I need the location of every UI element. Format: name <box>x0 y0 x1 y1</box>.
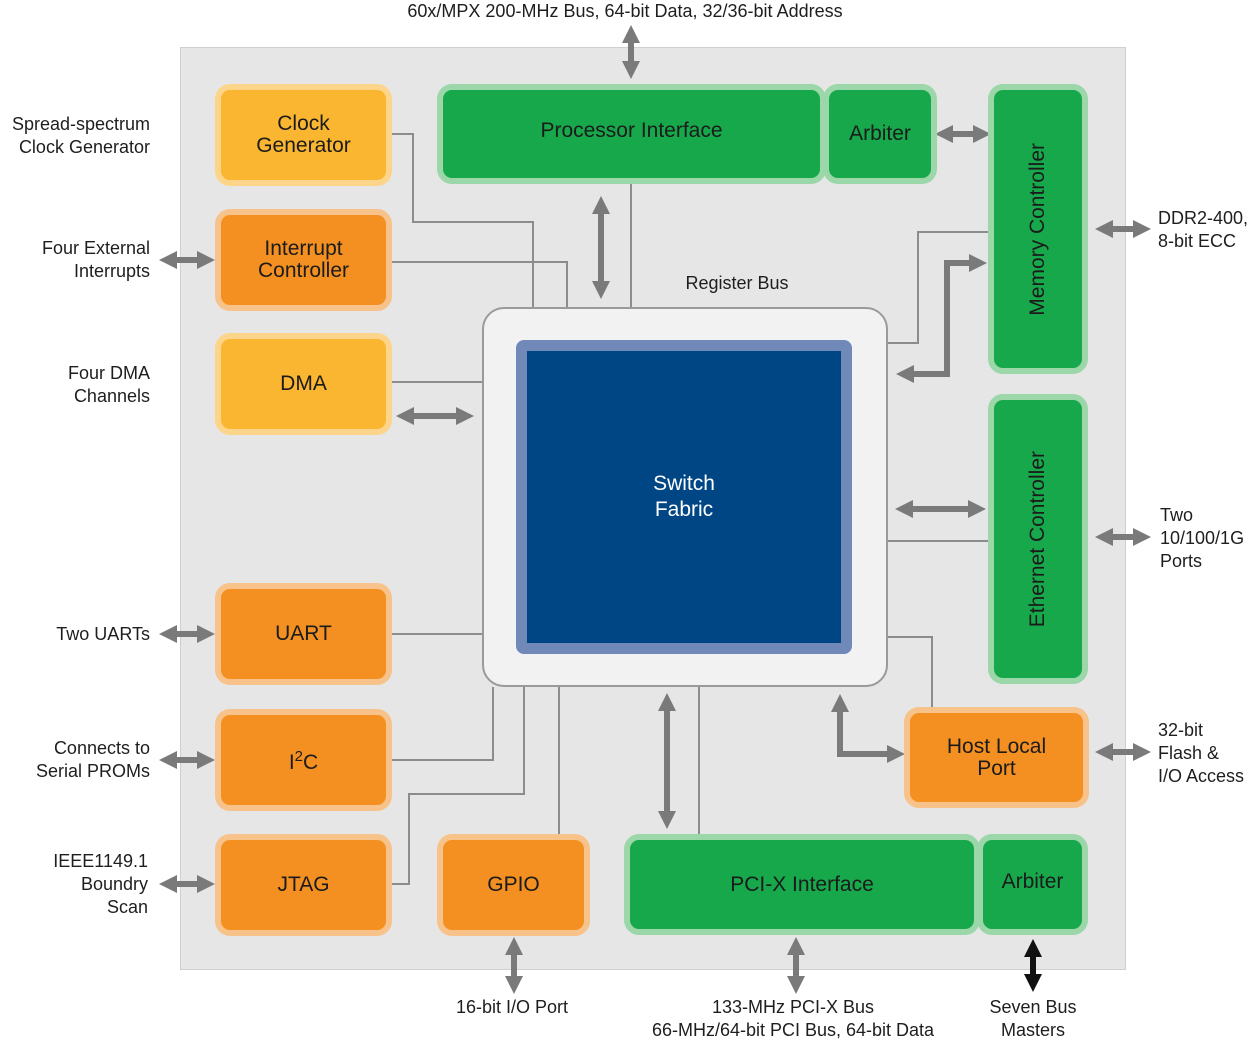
two-uarts-label: Two UARTs <box>56 624 150 644</box>
bus-masters-label: Seven Bus Masters <box>989 997 1077 1040</box>
memory-controller-line <box>888 231 992 344</box>
ddr-label: DDR2-400, 8-bit ECC <box>1158 208 1249 251</box>
processor-interface-block: Processor Interface <box>443 90 820 178</box>
uart-block: UART <box>221 589 386 679</box>
i2c-label-superscript: 2 <box>294 748 303 765</box>
arbiter-bottom-block: Arbiter <box>983 840 1082 929</box>
host-fabric-arrow <box>831 694 905 763</box>
host-local-port-block: Host Local Port <box>910 713 1083 802</box>
interrupt-controller-label: Interrupt Controller <box>257 237 350 282</box>
pci-x-interface-label: PCI-X Interface <box>730 872 874 896</box>
host-local-port-line <box>888 636 933 711</box>
i2c-label-main: I <box>288 751 295 774</box>
pci-x-interface-block: PCI-X Interface <box>630 840 974 929</box>
external-interrupts-label: Four External Interrupts <box>41 238 150 281</box>
memory-fabric-arrow <box>896 254 987 383</box>
jtag-line <box>388 687 525 885</box>
gpio-block: GPIO <box>443 840 584 930</box>
gpio-label: GPIO <box>487 873 540 896</box>
clock-generator-block: Clock Generator <box>221 90 386 180</box>
dma-block: DMA <box>221 339 386 429</box>
top-bus-label: 60x/MPX 200-MHz Bus, 64-bit Data, 32/36-… <box>407 1 843 21</box>
flash-io-label: 32-bit Flash & I/O Access <box>1158 720 1245 786</box>
ethernet-ports-label: Two 10/100/1G Ports <box>1160 505 1245 571</box>
pci-bus-label: 133-MHz PCI-X Bus 66-MHz/64-bit PCI Bus,… <box>651 997 935 1040</box>
i2c-label: I2C <box>289 746 318 774</box>
host-local-port-label: Host Local Port <box>946 734 1047 780</box>
switch-fabric-label: Switch Fabric <box>653 472 715 521</box>
arbiter-top-block: Arbiter <box>829 90 931 178</box>
i2c-line <box>388 687 494 761</box>
io-port-label: 16-bit I/O Port <box>455 997 569 1017</box>
register-bus-label: Register Bus <box>685 273 789 293</box>
bus-lines <box>388 133 992 885</box>
memory-controller-block: Memory Controller <box>994 90 1082 368</box>
processor-interface-label: Processor Interface <box>540 119 723 142</box>
interrupt-controller-block: Interrupt Controller <box>221 215 386 305</box>
ethernet-controller-block: Ethernet Controller <box>994 400 1082 678</box>
serial-proms-label: Connects to Serial PROMs <box>35 738 150 781</box>
clock-generator-line <box>388 133 534 307</box>
i2c-block: I2C <box>221 715 386 805</box>
arbiter-bottom-label: Arbiter <box>1001 869 1064 893</box>
uart-label: UART <box>275 622 332 645</box>
i2c-label-tail: C <box>303 751 319 774</box>
jtag-label: JTAG <box>277 873 330 896</box>
jtag-block: JTAG <box>221 840 386 930</box>
ethernet-controller-label: Ethernet Controller <box>1026 450 1049 628</box>
dma-channels-label: Four DMA Channels <box>67 363 150 406</box>
dma-label: DMA <box>280 372 327 395</box>
memory-controller-label: Memory Controller <box>1026 142 1049 316</box>
spread-spectrum-label: Spread-spectrum Clock Generator <box>11 114 150 157</box>
bus-arrows <box>159 25 1151 994</box>
interrupt-controller-line <box>388 261 568 307</box>
arbiter-top-label: Arbiter <box>849 122 911 145</box>
ieee-label: IEEE1149.1 Boundry Scan <box>53 851 148 917</box>
switch-fabric: Switch Fabric <box>516 340 852 654</box>
clock-generator-label: Clock Generator <box>256 112 351 157</box>
